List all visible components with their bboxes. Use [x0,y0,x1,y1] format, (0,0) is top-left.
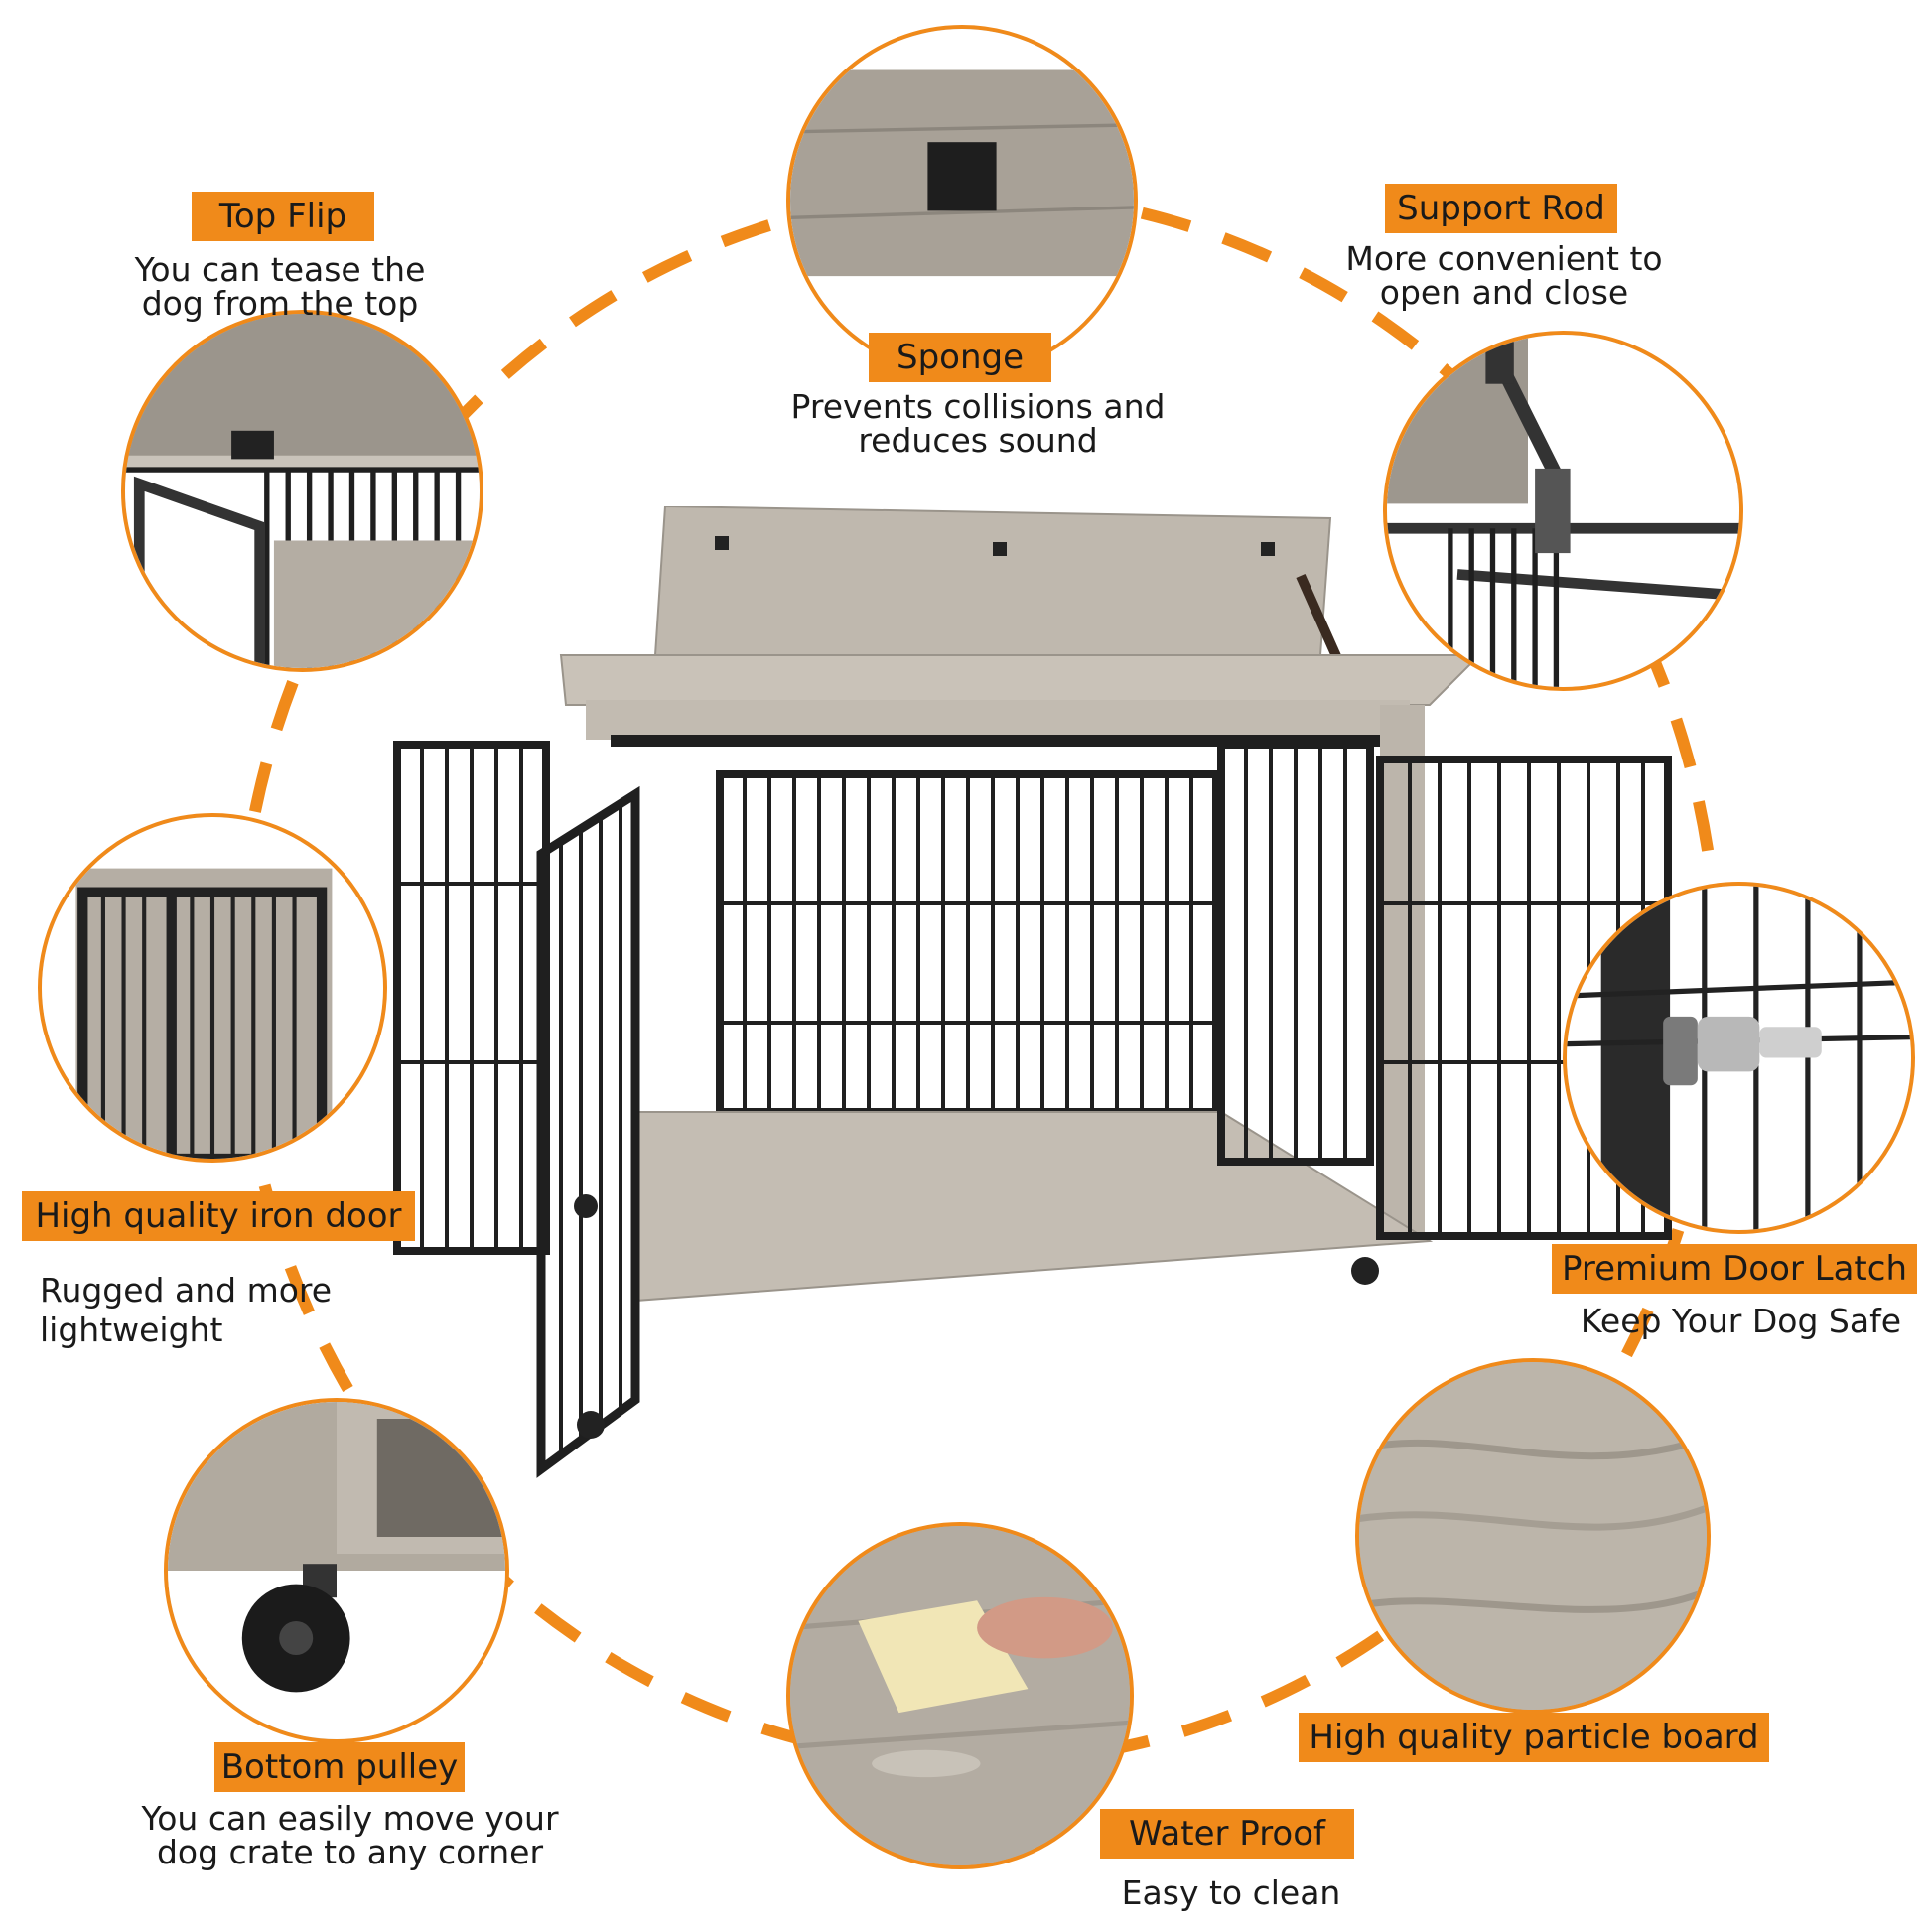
hinge-rod-icon [1387,335,1739,687]
latch-icon [1567,886,1911,1230]
top-flip-desc: You can tease the dog from the top [134,250,426,323]
lid-detail-icon [125,314,480,668]
sponge-desc: Prevents collisions and reduces sound [790,387,1166,460]
water-proof-tag: Water Proof [1100,1809,1354,1859]
iron-door-tag: High quality iron door [22,1191,415,1241]
top-flip-tag: Top Flip [192,192,374,241]
support-rod-desc: More convenient to open and close [1345,239,1663,312]
support-rod-tag: Support Rod [1385,184,1617,233]
sponge-pad-icon [790,29,1134,372]
top-flip-detail [121,310,483,672]
particle-board-detail [1355,1358,1711,1714]
particle-board-tag: High quality particle board [1299,1713,1769,1762]
support-rod-detail [1383,331,1743,691]
bottom-pulley-desc: You can easily move your dog crate to an… [141,1799,559,1871]
bottom-pulley-tag: Bottom pulley [214,1742,465,1792]
water-proof-detail [786,1522,1134,1869]
door-latch-detail [1563,882,1915,1234]
water-proof-desc: Easy to clean [1121,1873,1341,1912]
iron-door-detail [38,813,387,1163]
wood-grain-icon [1359,1362,1707,1710]
cloth-wipe-icon [790,1526,1130,1865]
iron-door-desc: Rugged and more lightweight [40,1271,333,1349]
sponge-tag: Sponge [869,333,1051,382]
bottom-pulley-detail [164,1398,509,1743]
door-latch-tag: Premium Door Latch [1552,1244,1917,1294]
wire-door-icon [42,817,383,1159]
sponge-detail [786,25,1138,376]
caster-wheel-icon [168,1402,505,1739]
dog-crate-image [393,506,1672,1478]
door-latch-desc: Keep Your Dog Safe [1580,1302,1901,1340]
